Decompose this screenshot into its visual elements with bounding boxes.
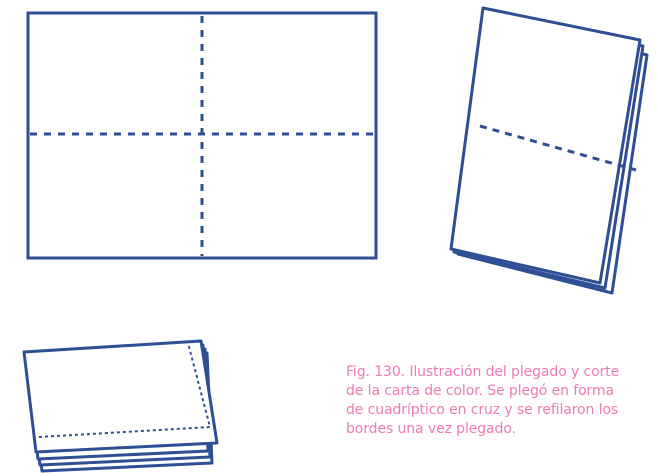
figure-caption: Fig. 130. Ilustración del plegado y cort… [346,363,646,439]
stack-layer-1 [22,339,219,454]
quad-folded-stack [22,339,219,473]
sheet-outline [26,11,378,260]
caption-line-3: de cuadríptico en cruz y se refilaron lo… [346,402,619,418]
caption-line-2: de la carta de color. Se plegó en forma [346,383,614,399]
half-folded-sheet [449,6,649,295]
unfolded-sheet [26,11,378,260]
caption-line-4: bordes una vez plegado. [346,421,516,437]
fold-line [479,124,637,172]
caption-line-1: Fig. 130. Ilustración del plegado y cort… [346,364,620,380]
stack-fold-lines [38,342,212,438]
